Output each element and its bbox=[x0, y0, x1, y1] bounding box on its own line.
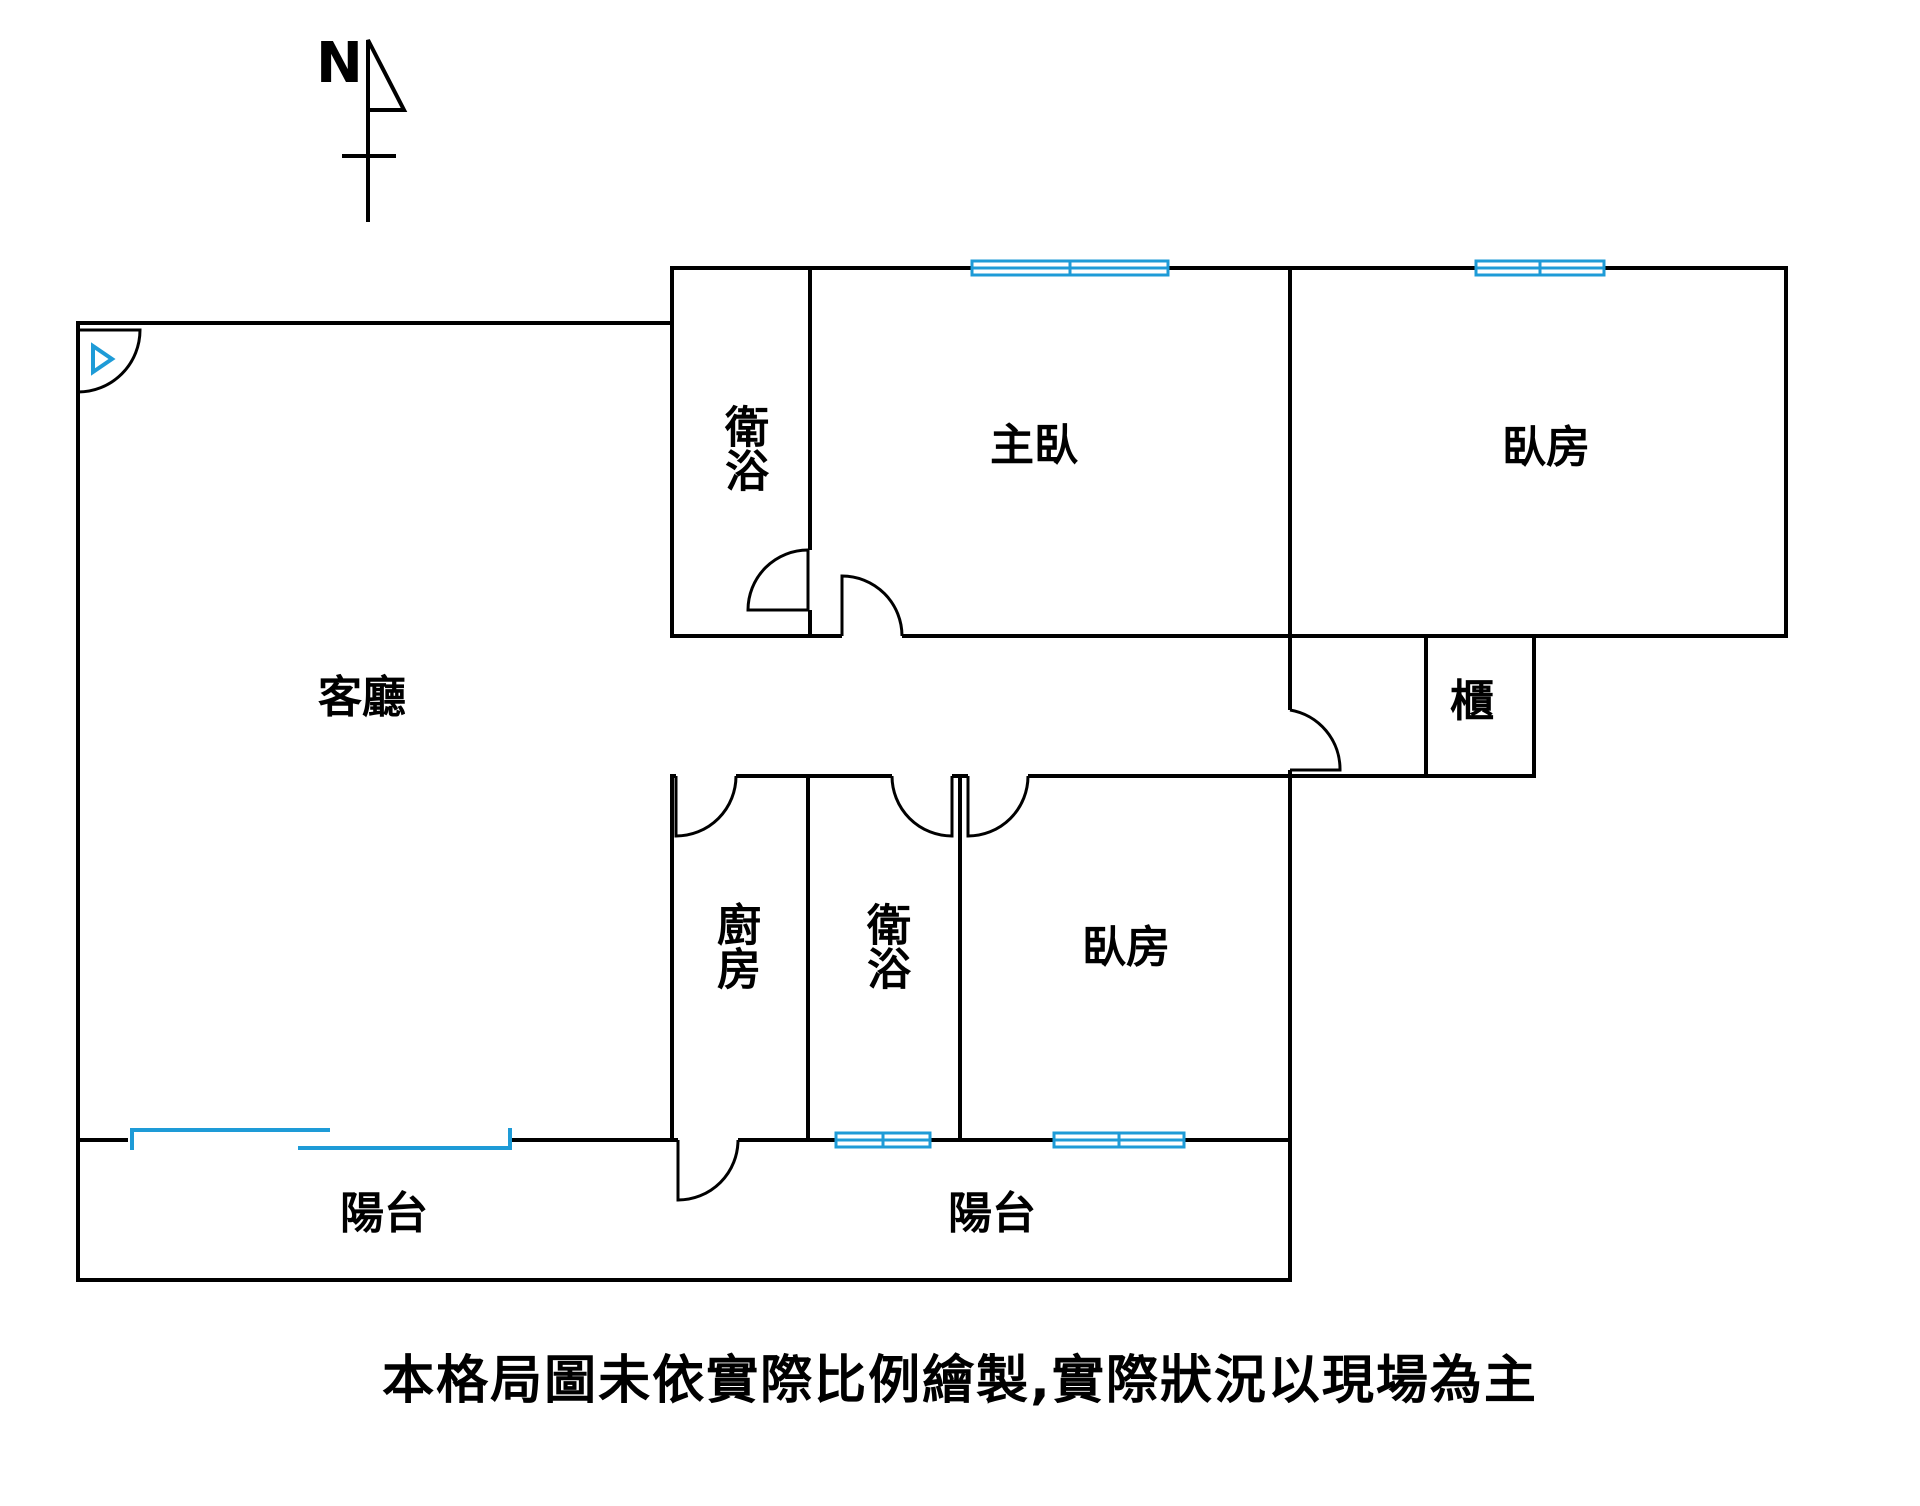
room-kitchen: 廚房 bbox=[709, 901, 761, 990]
entrance-triangle-icon bbox=[91, 342, 116, 376]
doors bbox=[77, 328, 1342, 1202]
room-bedroom-ne: 臥房 bbox=[1502, 422, 1590, 473]
room-balcony-w: 陽台 bbox=[340, 1188, 428, 1239]
room-cabinet: 櫃 bbox=[1450, 676, 1494, 727]
north-label: N bbox=[316, 31, 363, 96]
windows bbox=[128, 259, 1606, 1150]
room-living: 客廳 bbox=[318, 672, 406, 723]
room-master-bath: 衛浴 bbox=[717, 404, 770, 492]
room-bath-south: 衛浴 bbox=[859, 902, 912, 990]
room-master-bedroom: 主臥 bbox=[990, 420, 1078, 471]
disclaimer-text: 本格局圖未依實際比例繪製,實際狀況以現場為主 bbox=[382, 1351, 1538, 1411]
room-balcony-e: 陽台 bbox=[948, 1188, 1036, 1239]
north-arrow-icon: N bbox=[316, 31, 408, 222]
room-bedroom-s: 臥房 bbox=[1082, 922, 1170, 973]
